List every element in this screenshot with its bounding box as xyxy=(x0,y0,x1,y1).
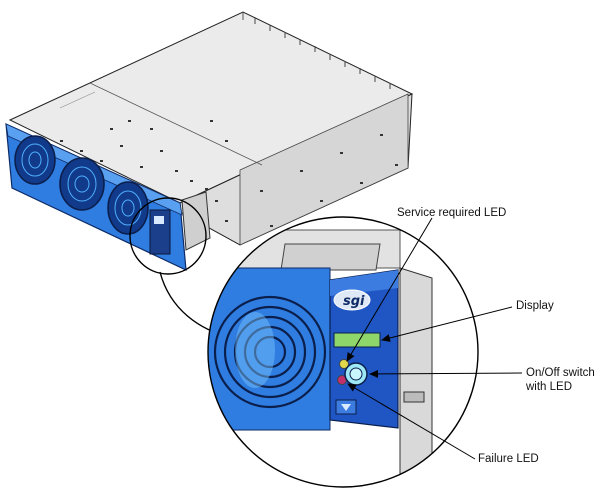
display-leader xyxy=(381,306,513,342)
sgi-logo xyxy=(333,289,371,311)
svg-text:sgi: sgi xyxy=(343,294,365,309)
failure-led-label: Failure LED xyxy=(478,452,539,466)
front-panel-display xyxy=(333,332,381,348)
failure-led-leader xyxy=(347,383,476,460)
onoff-switch-label: On/Off switch with LED xyxy=(526,366,595,394)
down-arrow-icon xyxy=(341,404,351,411)
service-required-led xyxy=(339,359,349,369)
display-label: Display xyxy=(516,299,554,313)
detail-indicator-circle xyxy=(129,197,207,275)
onoff-text-line1: On/Off switch xyxy=(526,367,595,379)
zoom-detail: sgi xyxy=(208,217,478,487)
onoff-text-line2: with LED xyxy=(526,381,573,393)
onoff-leader xyxy=(369,369,523,378)
service-required-led-text: Service required LED xyxy=(397,207,507,219)
display-text: Display xyxy=(516,300,554,312)
fan-grille-icon xyxy=(14,135,149,235)
service-required-led-label: Service required LED xyxy=(397,206,506,220)
server-chassis xyxy=(8,11,414,251)
service-led-leader xyxy=(346,217,433,362)
front-bezel xyxy=(5,123,187,271)
failure-led-text: Failure LED xyxy=(478,453,539,465)
